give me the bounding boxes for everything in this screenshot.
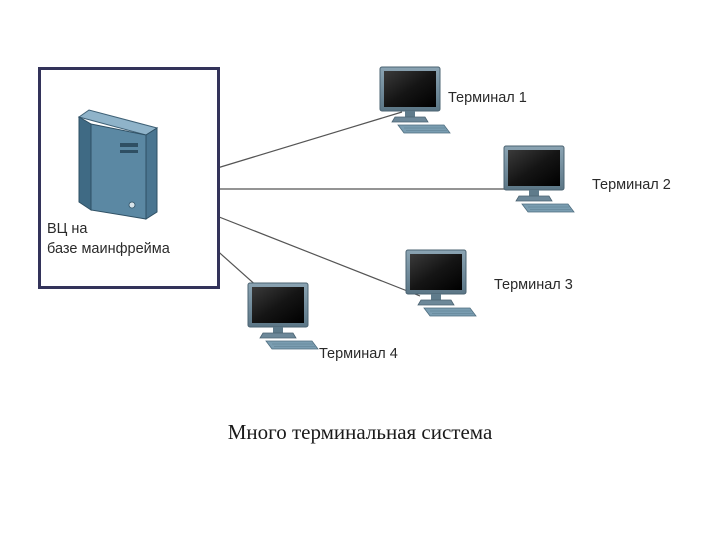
- terminal-2-label: Терминал 2: [592, 177, 671, 193]
- terminal-4-label: Терминал 4: [319, 346, 398, 362]
- caption: Много терминальная система: [227, 420, 493, 444]
- mainframe-label-line2: базе маинфрейма: [47, 241, 170, 257]
- terminal-1-label: Терминал 1: [448, 90, 527, 106]
- mainframe-label-line1: ВЦ на: [47, 221, 88, 237]
- server-overlay: [77, 109, 159, 220]
- mainframe-label: ВЦ на базе маинфрейма: [47, 219, 170, 259]
- server-tower-icon: [77, 109, 159, 220]
- terminal-3-label: Терминал 3: [494, 277, 573, 293]
